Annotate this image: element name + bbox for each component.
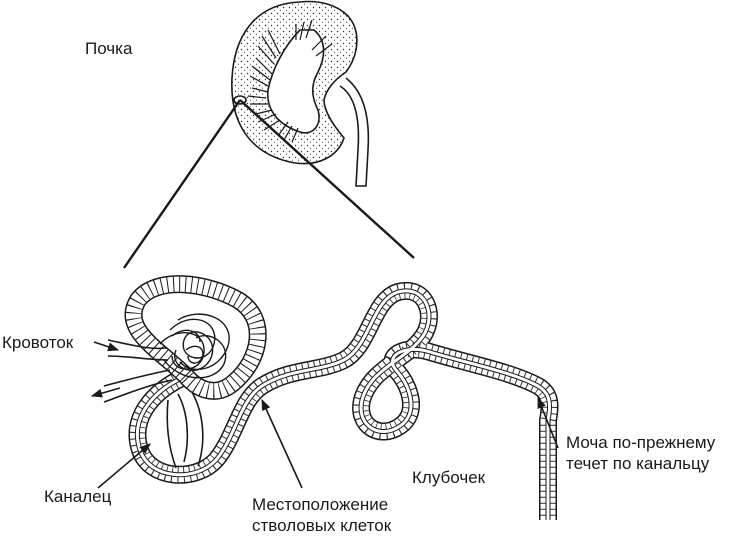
renal-pelvis xyxy=(267,29,325,134)
glomerulus-capillaries xyxy=(159,313,230,379)
label-stem-cells: Местоположение стволовых клеток xyxy=(252,494,391,536)
label-urine-flow-line2: течет по канальцу xyxy=(566,454,710,473)
label-arrows xyxy=(90,341,559,489)
kidney-illustration xyxy=(231,0,370,187)
bloodflow-in-arrow xyxy=(93,341,120,352)
tubule xyxy=(128,281,559,520)
bloodflow-out-arrow xyxy=(90,387,121,398)
bowman-capsule xyxy=(124,275,267,400)
label-tubule: Каналец xyxy=(44,487,112,506)
label-stem-cells-line2: стволовых клеток xyxy=(252,516,392,535)
label-glomerulus: Клубочек xyxy=(412,468,486,487)
zoom-lines xyxy=(123,99,415,269)
nephron-illustration xyxy=(103,275,559,520)
label-kidney: Почка xyxy=(85,39,133,58)
renal-pyramids xyxy=(247,19,333,143)
tubule-arrow xyxy=(97,443,151,489)
urine-flow-arrow xyxy=(537,396,559,449)
label-stem-cells-line1: Местоположение xyxy=(252,495,389,514)
blood-vessels xyxy=(103,339,204,469)
label-bloodflow: Кровоток xyxy=(2,333,74,352)
ureter xyxy=(339,77,370,187)
stem-cells-arrow xyxy=(261,398,303,489)
label-urine-flow-line1: Моча по-прежнему xyxy=(566,433,716,452)
label-urine-flow: Моча по-прежнему течет по канальцу xyxy=(566,432,715,474)
